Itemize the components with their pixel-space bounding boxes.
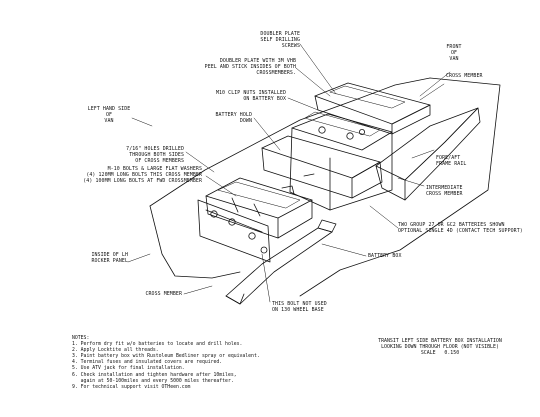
callout-two-group-batteries: TWO GROUP 27 OR GC2 BATTERIES SHOWN OPTI… bbox=[398, 222, 523, 235]
drawing-title-block: TRANSIT LEFT SIDE BATTERY BOX INSTALLATI… bbox=[345, 338, 535, 357]
battery-box-end-panel bbox=[197, 199, 271, 263]
callout-inside-rocker: INSIDE OF LH ROCKER PANEL bbox=[91, 252, 128, 265]
bottom-cross-member bbox=[225, 219, 337, 305]
callout-left-side-van: LEFT HAND SIDE OF VAN bbox=[87, 106, 131, 125]
note-item: 5. Use ATV jack for final installation. bbox=[72, 366, 185, 372]
note-item: 1. Perform dry fit w/o batteries to loca… bbox=[72, 342, 243, 348]
drawing-scale: SCALE 0.150 bbox=[420, 350, 460, 357]
callout-front-of-van: FRONT OF VAN bbox=[446, 44, 462, 63]
callout-holes-drilled: 7/16" HOLES DRILLED THROUGH BOTH SIDES O… bbox=[126, 146, 184, 165]
rocker-panel-outline bbox=[149, 205, 241, 279]
callout-bolts-washers: M-10 BOLTS & LARGE FLAT WASHERS (4) 120M… bbox=[83, 166, 202, 185]
floor-edge-right bbox=[299, 77, 501, 297]
callout-clip-nuts: M10 CLIP NUTS INSTALLED ON BATTERY BOX bbox=[215, 90, 286, 103]
callout-cross-member-bottom: CROSS MEMBER bbox=[145, 291, 182, 297]
note-item: 9. For technical support visit OTHeen.co… bbox=[72, 384, 191, 390]
callout-doubler-self-drilling: DOUBLER PLATE SELF DRILLING SCREWS bbox=[260, 31, 300, 50]
callout-intermediate-cross-member: INTERMEDIATE CROSS MEMBER bbox=[426, 185, 463, 198]
callout-cross-member-top: CROSS MEMBER bbox=[446, 73, 483, 79]
note-item: 2. Apply Locktite all threads. bbox=[72, 348, 159, 354]
drawing-title: TRANSIT LEFT SIDE BATTERY BOX INSTALLATI… bbox=[378, 338, 502, 344]
callout-battery-box: BATTERY BOX bbox=[368, 253, 402, 259]
fore-aft-frame-rail bbox=[375, 107, 481, 201]
notes-heading: NOTES: bbox=[72, 336, 90, 341]
intermediate-cross-member bbox=[261, 135, 383, 199]
van-floor-outline bbox=[149, 77, 431, 207]
note-item: 3. Paint battery box with Rustoleum Bedl… bbox=[72, 354, 260, 360]
note-item: 6. Check installation and tighten hardwa… bbox=[72, 372, 237, 378]
drawing-subtitle: LOOKING DOWN THROUGH FLOOR (NOT VISIBLE) bbox=[381, 344, 499, 351]
callout-bolt-not-used: THIS BOLT NOT USED ON 130 WHEEL BASE bbox=[272, 301, 327, 314]
note-item: again at 50-100miles and every 5000 mile… bbox=[72, 378, 234, 384]
bolt-detail-2 bbox=[303, 173, 315, 177]
battery-hold-down bbox=[205, 177, 313, 239]
callout-battery-hold-down: BATTERY HOLD DOWN bbox=[215, 112, 252, 125]
callout-fore-aft-rail: FORE/AFT FRAME RAIL bbox=[436, 155, 467, 168]
callout-doubler-vhb: DOUBLER PLATE WITH 3M VHB PEEL AND STICK… bbox=[204, 58, 296, 77]
bolt-detail bbox=[281, 185, 295, 195]
notes-block: NOTES: 1. Perform dry fit w/o batteries … bbox=[72, 336, 260, 391]
note-item: 4. Terminal fuses and insulated covers a… bbox=[72, 360, 223, 366]
leader-lines bbox=[127, 43, 451, 303]
